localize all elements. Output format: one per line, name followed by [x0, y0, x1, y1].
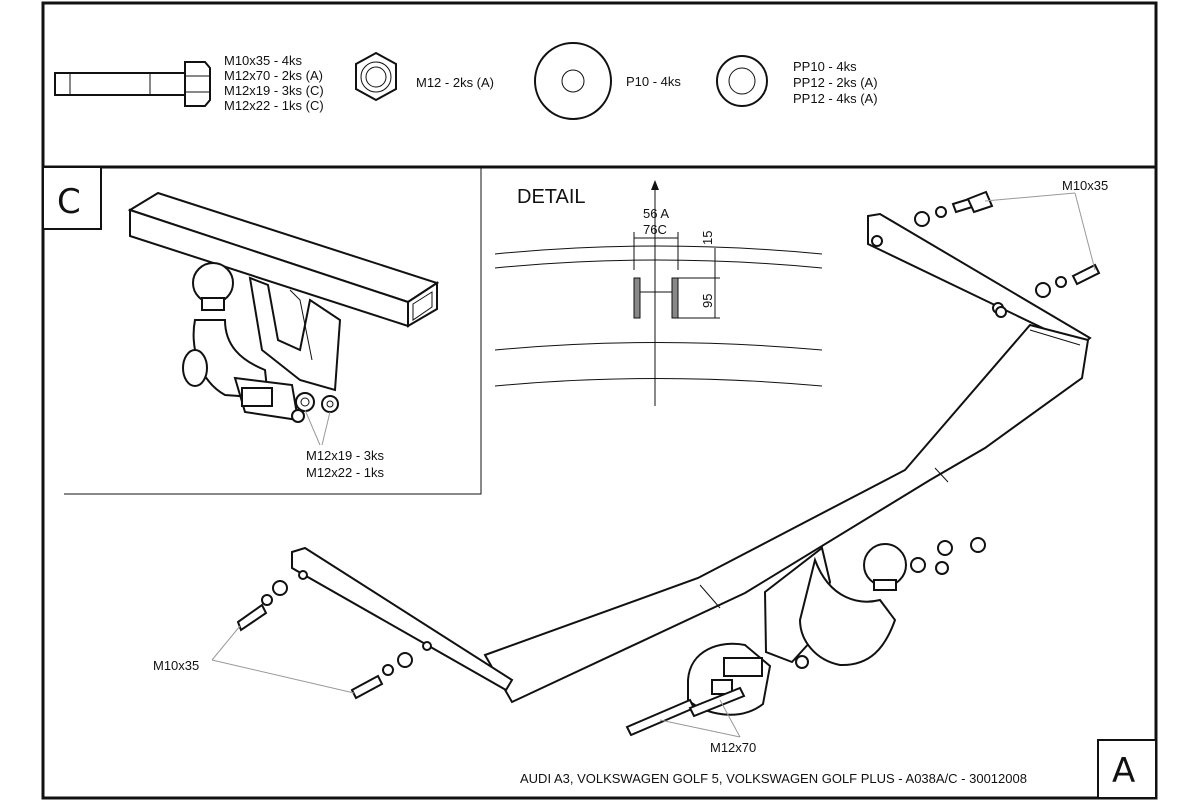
- flat-washer-icon: [534, 42, 612, 120]
- right-upper-fasteners: [914, 190, 994, 227]
- legend-washer-pp-line-1: PP10 - 4ks: [793, 59, 857, 74]
- detail-c-socket: [233, 376, 300, 422]
- drawing-frame: [41, 1, 1158, 800]
- detail-c-callout-2: M12x22 - 1ks: [306, 465, 385, 480]
- detail-dim-15: 15: [700, 231, 715, 245]
- legend-bolt-line-1: M10x35 - 4ks: [224, 53, 303, 68]
- detail-dim-95: 95: [700, 294, 715, 308]
- detail-c-crossbar: [127, 191, 440, 328]
- legend-nut-label: M12 - 2ks (A): [416, 75, 494, 90]
- detail-c-callout-1: M12x19 - 3ks: [306, 448, 385, 463]
- left-lower-fasteners: [350, 652, 413, 700]
- detail-dim-76c: 76C: [643, 222, 667, 237]
- hex-nut-icon: [355, 51, 397, 102]
- legend-washer-pp-line-3: PP12 - 4ks (A): [793, 91, 878, 106]
- detail-c-letter-box: [42, 166, 102, 230]
- drawing-footer: AUDI A3, VOLKSWAGEN GOLF 5, VOLKSWAGEN G…: [520, 771, 1027, 786]
- legend-washer-p: P10 - 4ks: [534, 42, 681, 120]
- bolt-icon: [54, 61, 211, 107]
- socket-plate: [687, 642, 772, 716]
- detail-dim-56a: 56 A: [643, 206, 669, 221]
- legend-washer-p-label: P10 - 4ks: [626, 74, 681, 89]
- section-plate-left: [633, 277, 641, 319]
- socket-bolts: [625, 686, 746, 737]
- left-side-plate: [291, 546, 514, 692]
- detail-c-bolts: [291, 392, 339, 423]
- main-assembly: M10x35 M10x35 M12x70 AUDI: [153, 178, 1157, 799]
- main-crossbeam: [483, 323, 1090, 704]
- legend-bolt: M10x35 - 4ks M12x70 - 2ks (A) M12x19 - 3…: [54, 53, 324, 113]
- legend-bolt-line-2: M12x70 - 2ks (A): [224, 68, 323, 83]
- legend-bolt-line-4: M12x22 - 1ks (C): [224, 98, 324, 113]
- detail-c-inset: C: [42, 166, 482, 495]
- m12x70-label: M12x70: [710, 740, 756, 755]
- left-upper-fasteners: [236, 580, 288, 632]
- detail-c-letter: C: [57, 182, 81, 222]
- ball-mount: [763, 543, 907, 669]
- detail-title: DETAIL: [517, 186, 586, 208]
- detail-section: DETAIL 56 A 76C 15 95: [494, 180, 823, 406]
- legend-washer-pp-line-2: PP12 - 2ks (A): [793, 75, 878, 90]
- legend-nut: M12 - 2ks (A): [355, 51, 494, 102]
- section-plate-right: [671, 277, 679, 319]
- view-a-letter: A: [1112, 751, 1135, 791]
- left-m10x35-label: M10x35: [153, 658, 199, 673]
- spring-washer-icon: [716, 55, 768, 107]
- legend-bolt-line-3: M12x19 - 3ks (C): [224, 83, 324, 98]
- ball-nuts: [910, 537, 986, 575]
- detail-c-bracket: [248, 276, 342, 392]
- right-lower-fasteners: [995, 263, 1101, 318]
- right-m10x35-label: M10x35: [1062, 178, 1108, 193]
- detail-c-towball: [182, 262, 270, 400]
- legend-washer-pp: PP10 - 4ks PP12 - 2ks (A) PP12 - 4ks (A): [716, 55, 878, 107]
- view-a-letter-box: [1097, 739, 1157, 799]
